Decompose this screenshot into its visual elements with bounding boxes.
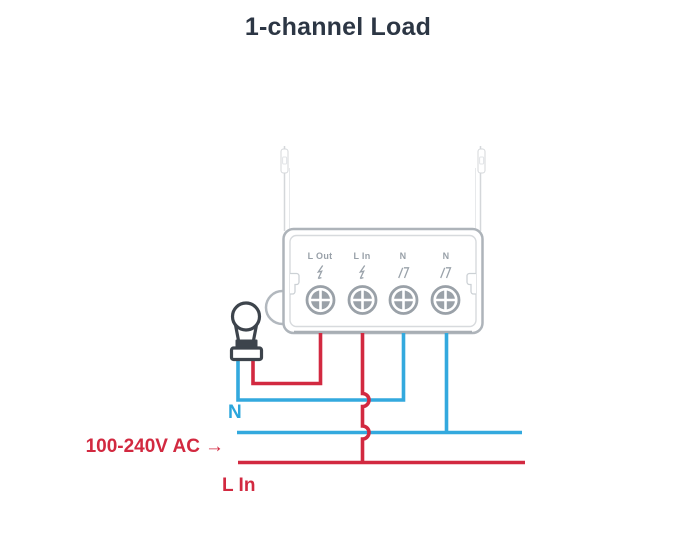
screw-terminal-icon <box>347 285 378 315</box>
screw-terminal-icon <box>388 285 419 315</box>
device-body-fill <box>285 146 481 232</box>
terminal-label-l-in: L In <box>353 251 371 261</box>
light-bulb-icon <box>229 301 264 362</box>
neutral-wire-icon <box>440 267 452 279</box>
terminal-block-left-notch <box>290 272 300 295</box>
neutral-label: N <box>228 402 242 423</box>
screw-terminals <box>305 285 461 315</box>
device-right-tab-hole <box>479 156 485 165</box>
lightning-icon <box>316 265 324 279</box>
terminal-label-n1: N <box>399 251 407 261</box>
terminal-block-outline <box>282 227 484 335</box>
screw-terminal-icon <box>305 285 336 315</box>
terminal-block <box>282 227 484 335</box>
device-body <box>280 146 486 232</box>
lightning-icon-tip <box>360 276 364 280</box>
terminal-label-l-out: L Out <box>307 251 333 261</box>
wires <box>236 333 525 465</box>
terminal-label-n2: N <box>442 251 450 261</box>
terminal-symbols <box>316 265 452 280</box>
screw-terminal-icon <box>430 285 461 315</box>
terminal-block-right-notch <box>466 272 476 295</box>
supply-voltage-text: 100-240V AC <box>85 436 200 457</box>
arrow-right-icon: → <box>205 436 224 457</box>
line-in-label: L In <box>222 475 256 496</box>
neutral-wire-icon <box>398 267 410 279</box>
wire-bulb-to-n-blue <box>236 333 406 402</box>
diagram-title: 1-channel Load <box>244 13 432 41</box>
device-left-tab-hole <box>282 156 288 165</box>
lightning-icon-tip <box>318 276 322 280</box>
supply-voltage-label: 100-240V AC→ <box>50 436 224 458</box>
wire-bulb-to-lout-red <box>251 333 323 386</box>
wire-lin-to-live-bus-red <box>360 333 371 463</box>
device-mounting-ear <box>264 289 283 326</box>
lightning-icon <box>358 265 366 279</box>
